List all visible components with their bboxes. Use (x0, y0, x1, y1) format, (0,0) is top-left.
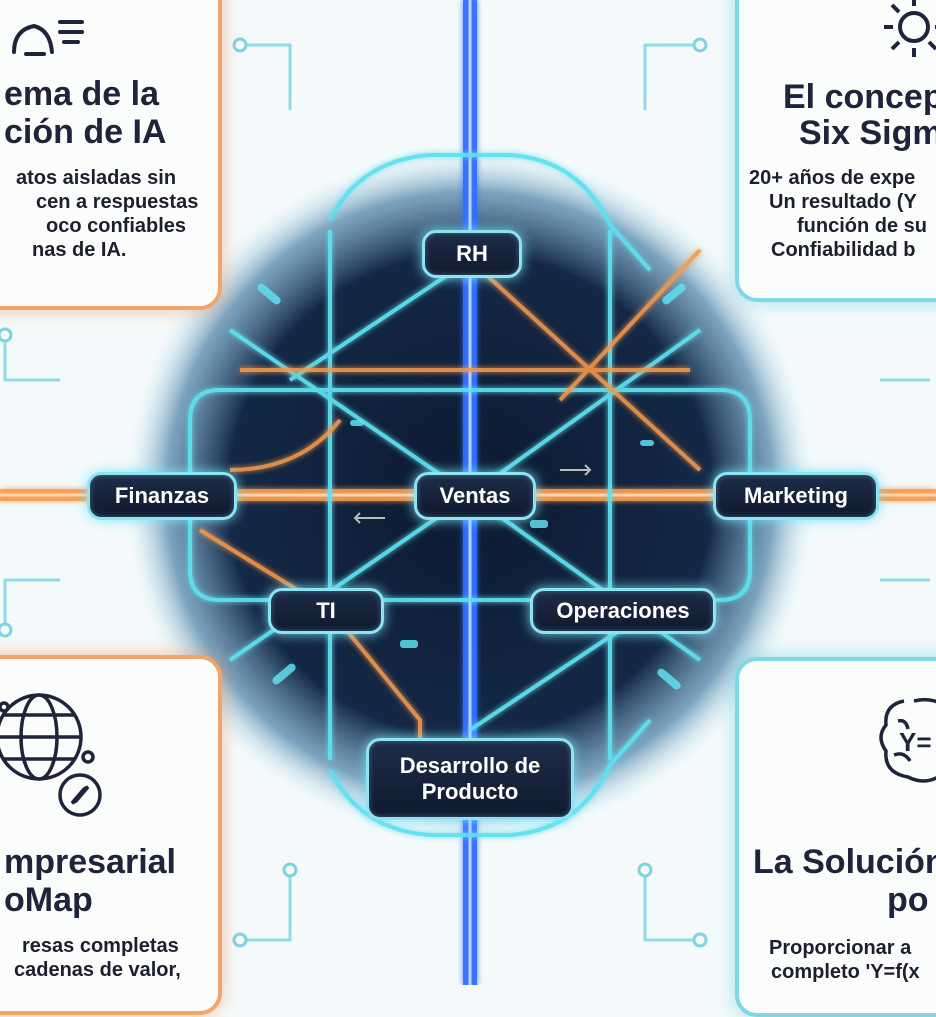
card-top-left-title-2: ción de IA (4, 113, 167, 151)
card-top-right: El concep Six Sigm 20+ años de expe Un r… (735, 0, 936, 302)
card-top-left-title-1: ema de la (4, 75, 159, 113)
node-rh-label: RH (456, 241, 488, 266)
card-bottom-left-title-2: oMap (4, 881, 93, 919)
node-operaciones: Operaciones (530, 588, 716, 634)
gear-icon (884, 0, 936, 57)
node-ti: TI (268, 588, 384, 634)
person-at-desk-icon (12, 20, 84, 56)
card-top-right-line-3: función de su (797, 215, 927, 237)
connector-bottom-left (240, 870, 292, 942)
card-top-right-line-4: Confiabilidad b (771, 239, 916, 261)
node-operaciones-label: Operaciones (556, 598, 690, 623)
card-top-left-line-3: oco confiables (46, 215, 187, 237)
connector-bottom-right (643, 870, 700, 942)
node-finanzas-label: Finanzas (114, 483, 210, 508)
card-top-right-line-2: Un resultado (Y (769, 191, 917, 213)
card-top-left: ema de la ción de IA atos aisladas sin c… (0, 0, 222, 310)
card-top-left-line-1: atos aisladas sin (16, 167, 177, 189)
node-ti-label: TI (316, 598, 336, 623)
route-outer-bottom (328, 718, 652, 837)
node-rh: RH (422, 230, 522, 278)
route-upper-left (288, 258, 472, 382)
card-bottom-right-title-1: La Solución (753, 843, 936, 881)
card-bottom-left-line-2: cadenas de valor, (14, 959, 181, 981)
node-desarrollo-producto: Desarrollo de Producto (366, 738, 574, 820)
route-outer-top (328, 153, 652, 272)
card-bottom-right-line-2: completo 'Y=f(x (771, 961, 920, 983)
route-orange-1 (468, 258, 702, 472)
connector-low-left (3, 578, 60, 630)
connector-top-right (643, 43, 700, 110)
connector-mid-left (3, 335, 60, 382)
card-top-right-line-1: 20+ años de expe (749, 167, 916, 189)
card-top-right-title-2: Six Sigm (799, 114, 936, 152)
route-orange-5 (229, 418, 342, 472)
card-bottom-right: Y= La Solución po Proporcionar a complet… (735, 657, 936, 1017)
globe-compass-icon (0, 693, 102, 817)
connector-top-left (240, 43, 292, 110)
card-top-right-title-1: El concep (783, 78, 936, 116)
card-bottom-right-line-1: Proporcionar a (769, 937, 912, 959)
card-bottom-left: mpresarial oMap resas completas cadenas … (0, 655, 222, 1015)
node-ventas-label: Ventas (439, 483, 511, 508)
card-bottom-left-line-1: resas completas (22, 935, 179, 957)
card-bottom-left-title-1: mpresarial (4, 843, 176, 881)
node-marketing-label: Marketing (744, 483, 848, 508)
node-desarrollo-line-1: Desarrollo de (399, 753, 541, 778)
node-marketing: Marketing (713, 472, 879, 520)
route-orange-2 (558, 248, 702, 402)
node-desarrollo-line-2: Producto (421, 779, 519, 804)
connector-lines (0, 37, 930, 948)
card-top-left-line-4: nas de IA. (32, 239, 127, 261)
brain-formula-icon (879, 697, 936, 783)
brain-formula-text: Y= (899, 727, 932, 757)
card-bottom-right-title-2: po (887, 881, 929, 919)
card-top-left-line-2: cen a respuestas (36, 191, 199, 213)
node-finanzas: Finanzas (87, 472, 237, 520)
node-ventas: Ventas (414, 472, 536, 520)
